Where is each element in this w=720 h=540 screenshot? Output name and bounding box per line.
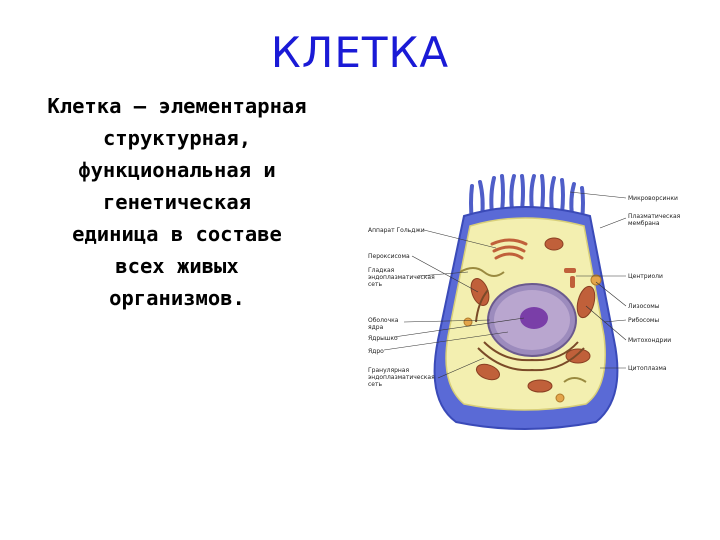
- label-nuclear-envelope-2: ядра: [368, 324, 384, 331]
- smooth-er: [459, 267, 587, 383]
- label-cytoplasm: Цитоплазма: [628, 365, 667, 372]
- label-peroxisome: Пероксисома: [368, 253, 410, 260]
- cell-diagram-svg: Аппарат Гольджи Пероксисома Гладкая эндо…: [368, 174, 681, 430]
- cell-diagram: Аппарат Гольджи Пероксисома Гладкая эндо…: [364, 172, 688, 434]
- labels-right: Микроворсинки Плазматическая мембрана Це…: [628, 195, 681, 372]
- slide-title: КЛЕТКА: [270, 28, 450, 77]
- definition-line: организмов.: [109, 286, 245, 310]
- label-plasma-membrane-1: Плазматическая: [628, 213, 681, 220]
- definition-line: функциональная и: [78, 158, 276, 182]
- centrioles: [564, 268, 576, 288]
- label-smooth-er-1: Гладкая: [368, 267, 395, 274]
- cell-definition-text: Клетка – элементарная структурная, функц…: [4, 90, 350, 314]
- definition-line: структурная,: [102, 126, 252, 150]
- lysosomes: [463, 274, 602, 403]
- label-rough-er-2: эндоплазматическая: [368, 374, 435, 381]
- leader-lines-right: [569, 191, 627, 369]
- label-ribosomes: Рибосомы: [628, 317, 659, 324]
- mitochondria: [470, 237, 596, 393]
- nucleolus: [520, 307, 548, 329]
- granular-er: [475, 289, 585, 372]
- labels-left: Аппарат Гольджи Пероксисома Гладкая эндо…: [368, 227, 435, 388]
- label-golgi: Аппарат Гольджи: [368, 227, 425, 234]
- definition-line: Клетка – элементарная: [47, 94, 307, 118]
- label-rough-er-1: Гранулярная: [368, 367, 409, 374]
- label-nuclear-envelope-1: Оболочка: [368, 317, 399, 324]
- label-smooth-er-2: эндоплазматическая: [368, 274, 435, 281]
- definition-line: всех живых: [115, 254, 239, 278]
- label-lysosomes: Лизосомы: [628, 303, 660, 310]
- label-mitochondria: Митохондрии: [628, 337, 671, 344]
- label-rough-er-3: сеть: [368, 381, 382, 388]
- golgi-apparatus: [490, 238, 528, 260]
- definition-line: единица в составе: [72, 222, 282, 246]
- definition-line: генетическая: [102, 190, 252, 214]
- leader-lines-left: [383, 229, 525, 379]
- label-smooth-er-3: сеть: [368, 281, 382, 288]
- label-plasma-membrane-2: мембрана: [628, 220, 660, 227]
- label-nucleus: Ядро: [368, 348, 384, 355]
- label-microvilli: Микроворсинки: [628, 195, 678, 202]
- label-centrioles: Центриоли: [628, 273, 663, 280]
- label-nucleolus: Ядрышко: [368, 335, 398, 342]
